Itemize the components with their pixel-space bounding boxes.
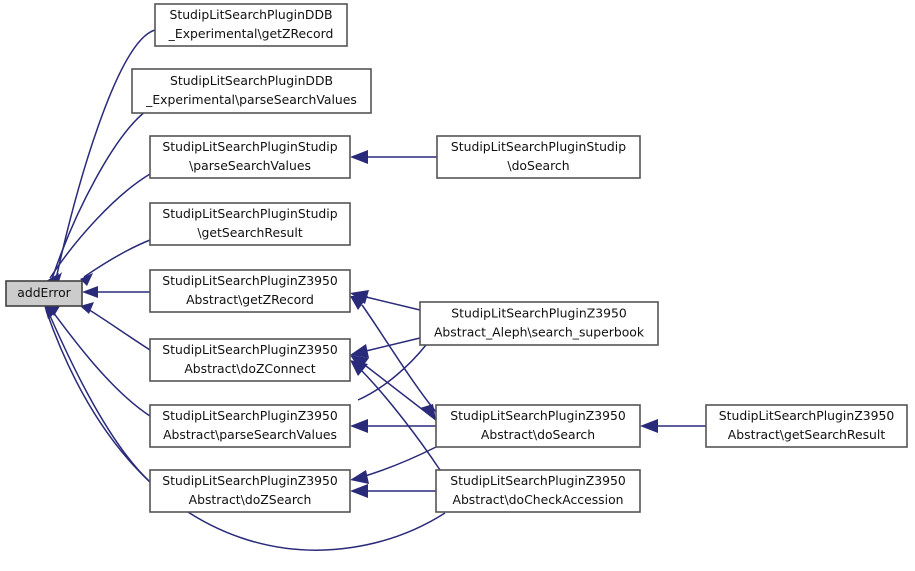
graph-edge-z3950-getZRecord-to-addError: [82, 286, 150, 298]
node-label-line-1: StudipLitSearchPluginZ3950: [162, 273, 338, 288]
node-rect[interactable]: [131, 68, 372, 114]
graph-edge-studip-parseSearchValues-to-addError: [46, 173, 151, 287]
graph-node-z3950-doZConnect[interactable]: StudipLitSearchPluginZ3950Abstract\doZCo…: [149, 338, 351, 382]
arrowhead-icon: [350, 360, 368, 376]
graph-edge-z3950-doZSearch-to-addError: [44, 305, 151, 483]
edge-line: [83, 239, 151, 278]
node-label-line-2: \parseSearchValues: [189, 158, 311, 173]
arrowhead-icon: [640, 419, 658, 433]
edge-line: [51, 110, 147, 280]
graph-node-studip-getSearchResult[interactable]: StudipLitSearchPluginStudip \getSearchRes…: [149, 202, 351, 246]
graph-node-z3950-doZSearch[interactable]: StudipLitSearchPluginZ3950Abstract\doZSe…: [149, 469, 351, 513]
node-label-line-1: StudipLitSearchPluginZ3950: [450, 408, 626, 423]
graph-node-studip-parseSearchValues[interactable]: StudipLitSearchPluginStudip \parseSearchV…: [149, 135, 351, 179]
node-rect[interactable]: [154, 3, 348, 47]
node-label-line-2: Abstract\doZSearch: [189, 492, 312, 507]
graph-edge-z3950-doCheckAccession-to-addError: [44, 305, 446, 551]
arrowhead-icon: [350, 344, 369, 358]
arrowhead-icon: [350, 419, 368, 433]
arrowhead-icon: [350, 470, 369, 484]
graph-node-z3950-doSearch[interactable]: StudipLitSearchPluginZ3950Abstract\doSea…: [435, 404, 641, 448]
node-label-line-1: StudipLitSearchPluginZ3950: [450, 473, 626, 488]
edge-line: [365, 337, 421, 352]
node-layer: addError StudipLitSearchPluginDDB _Experim…: [5, 3, 908, 513]
graph-edge-z3950-getSearchResult-to-z3950-doSearch: [640, 419, 706, 433]
edge-line: [85, 307, 151, 351]
edge-line: [361, 446, 437, 478]
edge-line: [365, 365, 437, 421]
graph-edge-z3950-doSearch-to-z3950-getZRecord: [350, 296, 437, 413]
edge-line: [49, 307, 151, 417]
graph-edge-z3950-doZConnect-to-addError: [80, 302, 151, 351]
node-label-line-1: StudipLitSearchPluginZ3950: [719, 408, 895, 423]
node-label-line-2: _Experimental\getZRecord: [168, 26, 334, 41]
node-label-line-1: StudipLitSearchPluginStudip: [162, 139, 337, 154]
graph-edge-studip-getSearchResult-to-addError: [80, 239, 151, 286]
node-rect[interactable]: [149, 269, 351, 313]
edge-line: [45, 309, 446, 551]
node-label-line-1: StudipLitSearchPluginDDB: [170, 73, 333, 88]
node-label-line-2: \doSearch: [507, 158, 569, 173]
graph-edge-z3950-doSearch-to-z3950-doZSearch: [350, 446, 437, 484]
graph-node-aleph-search-superbook[interactable]: StudipLitSearchPluginZ3950Abstract_Aleph…: [419, 301, 659, 346]
node-label-line-1: StudipLitSearchPluginStudip: [162, 206, 337, 221]
graph-node-z3950-parseSearchValues[interactable]: StudipLitSearchPluginZ3950Abstract\parse…: [149, 404, 351, 448]
graph-edge-z3950-doCheckAccession-to-z3950-doZConnect: [350, 360, 441, 471]
node-label-line-1: StudipLitSearchPluginStudip: [451, 139, 626, 154]
node-rect[interactable]: [149, 404, 351, 448]
graph-edge-z3950-doSearch-to-z3950-parseSearchValues: [350, 419, 436, 433]
graph-node-ddb-getZRecord[interactable]: StudipLitSearchPluginDDB _Experimental\ge…: [154, 3, 348, 47]
graph-edge-aleph-search-superbook-to-z3950-doZConnect: [350, 337, 421, 358]
node-label-line-2: _Experimental\parseSearchValues: [145, 92, 357, 107]
node-rect[interactable]: [435, 469, 641, 513]
node-rect[interactable]: [149, 135, 351, 179]
arrowhead-icon: [44, 305, 56, 319]
node-label-line-1: StudipLitSearchPluginZ3950: [162, 408, 338, 423]
node-rect[interactable]: [149, 338, 351, 382]
edge-line: [357, 344, 427, 401]
graph-node-ddb-parseSearchValues[interactable]: StudipLitSearchPluginDDB _Experimental\pa…: [131, 68, 372, 114]
node-label-line-2: Abstract\doZConnect: [184, 361, 315, 376]
arrowhead-icon: [350, 150, 368, 164]
arrowhead-icon: [82, 286, 98, 298]
node-rect[interactable]: [436, 135, 641, 179]
graph-node-studip-doSearch[interactable]: StudipLitSearchPluginStudip \doSearch: [436, 135, 641, 179]
graph-node-z3950-getSearchResult[interactable]: StudipLitSearchPluginZ3950Abstract\getSe…: [705, 404, 908, 448]
node-label-line-1: addError: [17, 285, 71, 300]
node-label-line-2: Abstract\getSearchResult: [728, 427, 886, 442]
node-label-line-2: Abstract\getZRecord: [186, 292, 314, 307]
node-rect[interactable]: [705, 404, 908, 448]
edge-line: [365, 296, 421, 311]
node-label-line-2: Abstract_Aleph\search_superbook: [434, 325, 645, 340]
edge-line: [361, 370, 441, 471]
node-rect[interactable]: [435, 404, 641, 448]
edge-line: [49, 173, 151, 279]
graph-edge-studip-doSearch-to-studip-parseSearchValues: [350, 150, 437, 164]
graph-node-z3950-getZRecord[interactable]: StudipLitSearchPluginZ3950Abstract\getZR…: [149, 269, 351, 313]
arrowhead-icon: [80, 273, 93, 286]
node-label-line-1: StudipLitSearchPluginZ3950: [451, 306, 627, 321]
node-rect[interactable]: [149, 202, 351, 246]
graph-edge-z3950-doCheckAccession-to-z3950-doZSearch: [350, 484, 436, 498]
edge-line: [46, 308, 151, 483]
node-rect[interactable]: [5, 280, 83, 307]
arrowhead-icon: [350, 296, 368, 310]
node-label-line-2: Abstract\parseSearchValues: [163, 427, 337, 442]
edge-line: [361, 304, 437, 413]
arrowhead-icon: [80, 302, 94, 314]
graph-node-addError[interactable]: addError: [5, 280, 83, 307]
graph-edge-z3950-parseSearchValues-to-addError: [46, 304, 151, 417]
edge-line: [55, 29, 156, 280]
node-label-line-2: Abstract\doCheckAccession: [452, 492, 623, 507]
arrowhead-icon: [350, 484, 368, 498]
node-rect[interactable]: [419, 301, 659, 346]
node-label-line-2: Abstract\doSearch: [481, 427, 595, 442]
node-label-line-1: StudipLitSearchPluginZ3950: [162, 473, 338, 488]
node-label-line-1: StudipLitSearchPluginZ3950: [162, 342, 338, 357]
node-label-line-1: StudipLitSearchPluginDDB: [169, 7, 332, 22]
node-label-line-2: \getSearchResult: [197, 225, 303, 240]
graph-node-z3950-doCheckAccession[interactable]: StudipLitSearchPluginZ3950Abstract\doChe…: [435, 469, 641, 513]
node-rect[interactable]: [149, 469, 351, 513]
